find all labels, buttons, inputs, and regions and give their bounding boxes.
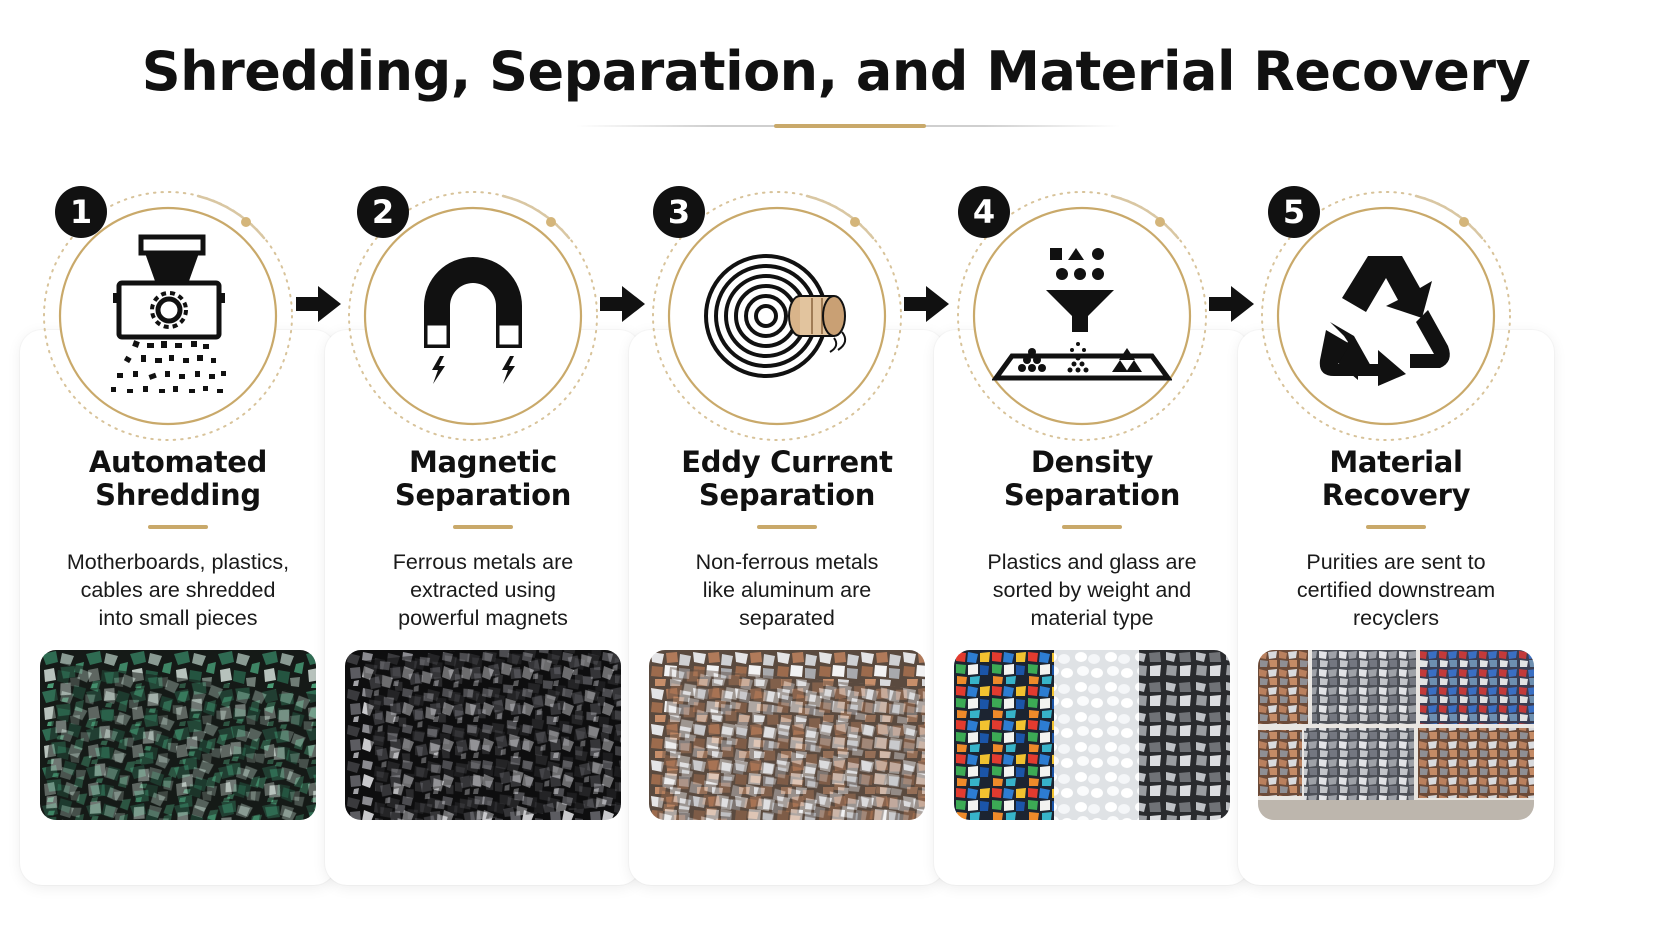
step-rule-1 (148, 525, 208, 529)
step-desc-5-line-1: Purities are sent to (1306, 550, 1486, 574)
step-title-4: Density Separation (934, 446, 1250, 512)
step-desc-3-line-1: Non-ferrous metals (695, 550, 879, 574)
step-circle-2 (333, 176, 613, 456)
step-desc-5: Purities are sent to certified downstrea… (1238, 548, 1554, 632)
step-circle-4 (942, 176, 1222, 456)
step-desc-4-line-1: Plastics and glass are (987, 550, 1197, 574)
shredder-icon (111, 234, 226, 393)
arrow-icon-2-to-3 (600, 286, 645, 322)
step-title-5-line-1: Material (1329, 445, 1463, 479)
step-number-badge-1: 1 (55, 186, 107, 238)
step-title-4-line-1: Density (1030, 445, 1154, 479)
page-title: Shredding, Separation, and Material Reco… (141, 40, 1531, 103)
sorted-plastic-glass-metal-photo (954, 650, 1230, 820)
step-title-5: Material Recovery (1238, 446, 1554, 512)
step-title-1: Automated Shredding (20, 446, 336, 512)
step-desc-4-line-3: material type (1030, 606, 1154, 630)
step-title-3: Eddy Current Separation (629, 446, 945, 512)
funnel-sorting-icon (992, 248, 1172, 381)
step-title-3-line-2: Separation (698, 478, 876, 512)
step-circle-1 (28, 176, 308, 456)
step-title-2-line-2: Separation (394, 478, 572, 512)
step-desc-5-line-3: recyclers (1352, 606, 1439, 630)
step-desc-1: Motherboards, plastics, cables are shred… (20, 548, 336, 632)
step-number-badge-2: 2 (357, 186, 409, 238)
step-desc-4: Plastics and glass are sorted by weight … (934, 548, 1250, 632)
step-rule-4 (1062, 525, 1122, 529)
eddy-current-icon (704, 254, 847, 378)
step-circle-5 (1246, 176, 1526, 456)
non-ferrous-metal-pieces-photo (649, 650, 925, 820)
step-desc-4-line-2: sorted by weight and (992, 578, 1192, 602)
step-title-1-line-1: Automated (88, 445, 268, 479)
ferrous-metal-pieces-photo (345, 650, 621, 820)
shredded-circuit-boards-photo (40, 650, 316, 820)
step-number-badge-4: 4 (958, 186, 1010, 238)
step-desc-5-line-2: certified downstream (1296, 578, 1496, 602)
step-number-badge-3: 3 (653, 186, 705, 238)
step-title-3-line-1: Eddy Current (681, 445, 893, 479)
step-desc-2-line-3: powerful magnets (398, 606, 568, 630)
step-desc-3: Non-ferrous metals like aluminum are sep… (629, 548, 945, 632)
step-title-1-line-2: Shredding (95, 478, 261, 512)
step-desc-2-line-2: extracted using (410, 578, 556, 602)
arrow-icon-1-to-2 (296, 286, 341, 322)
step-circle-3 (637, 176, 917, 456)
step-desc-3-line-2: like aluminum are (702, 578, 872, 602)
magnet-icon (424, 257, 522, 384)
step-desc-3-line-3: separated (739, 606, 835, 630)
step-title-4-line-2: Separation (1003, 478, 1181, 512)
step-desc-1-line-2: cables are shredded (80, 578, 276, 602)
title-divider-accent (774, 124, 926, 128)
baled-metal-bundles-photo (1258, 650, 1534, 820)
step-title-2: Magnetic Separation (325, 446, 641, 512)
step-desc-2: Ferrous metals are extracted using power… (325, 548, 641, 632)
step-desc-1-line-1: Motherboards, plastics, (66, 550, 290, 574)
step-rule-2 (453, 525, 513, 529)
arrow-icon-3-to-4 (904, 286, 949, 322)
arrow-icon-4-to-5 (1209, 286, 1254, 322)
step-rule-3 (757, 525, 817, 529)
step-desc-2-line-1: Ferrous metals are (392, 550, 574, 574)
recycle-icon (1319, 256, 1450, 386)
step-title-5-line-2: Recovery (1321, 478, 1471, 512)
step-desc-1-line-3: into small pieces (98, 606, 258, 630)
step-number-badge-5: 5 (1268, 186, 1320, 238)
step-rule-5 (1366, 525, 1426, 529)
step-title-2-line-1: Magnetic (408, 445, 558, 479)
